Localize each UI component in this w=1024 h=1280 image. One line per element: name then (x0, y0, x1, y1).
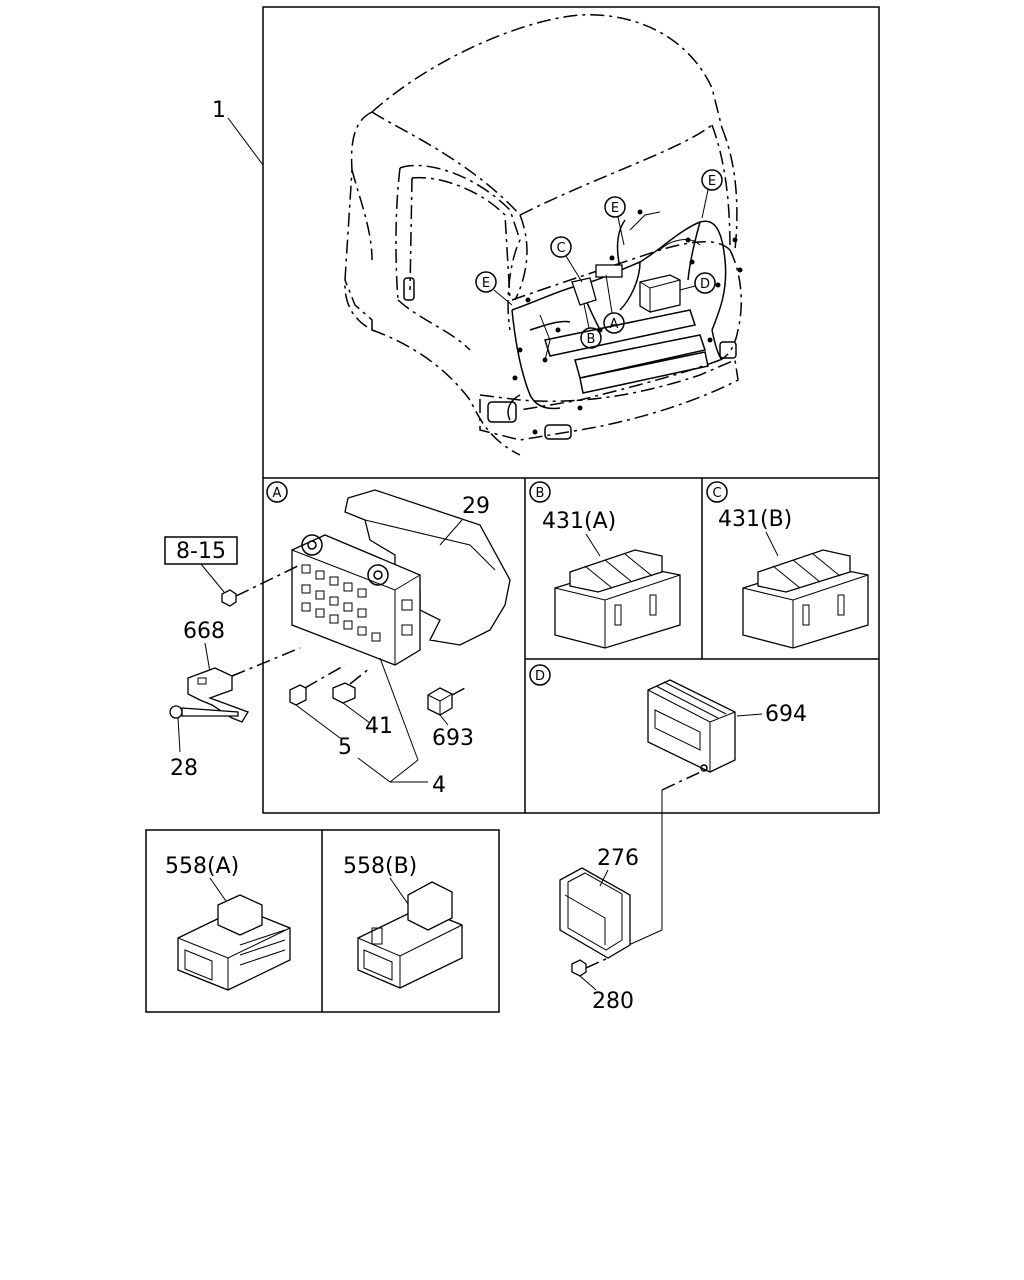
svg-text:B: B (587, 332, 596, 347)
ref-box-label: 8-15 (176, 539, 226, 564)
callout-1: 1 (212, 98, 226, 123)
leader-1 (227, 117, 264, 166)
callout-29: 29 (462, 494, 490, 519)
panel-c-relay: C 431(B) (706, 481, 869, 649)
fuse-medium (332, 682, 356, 704)
svg-text:A: A (610, 317, 619, 332)
callout-693: 693 (432, 726, 474, 751)
marker-c: C (550, 236, 583, 283)
control-unit-694 (647, 679, 736, 773)
panel-a-marker-label: A (273, 486, 282, 501)
bolt-28 (169, 705, 239, 719)
callout-668: 668 (183, 619, 225, 644)
callout-4: 4 (432, 773, 446, 798)
connector-558a: 558(A) (165, 854, 291, 991)
callout-694: 694 (765, 702, 807, 727)
marker-a: A (603, 274, 625, 334)
fuse-small (289, 684, 307, 706)
panel-c-marker (706, 481, 728, 503)
callout-558a: 558(A) (165, 854, 239, 879)
callout-5: 5 (338, 735, 352, 760)
truck-cab-drawing (344, 14, 742, 456)
marker-e-right: E (701, 169, 723, 219)
panel-b-relay: B 431(A) (529, 481, 681, 649)
marker-b: B (580, 303, 602, 349)
fuse-box-cover (344, 489, 511, 646)
callout-276: 276 (597, 846, 639, 871)
svg-text:E: E (708, 174, 716, 189)
marker-d: D (679, 272, 716, 294)
panel-b-marker (529, 481, 551, 503)
panel-d-control-unit: D 694 (529, 664, 807, 773)
main-frame (262, 6, 880, 814)
connector-frame (145, 829, 500, 1013)
callout-28: 28 (170, 756, 198, 781)
svg-text:E: E (482, 276, 490, 291)
callout-280: 280 (592, 989, 634, 1014)
detail-markers: E C E E D B A (475, 169, 723, 349)
nut-280 (571, 959, 587, 977)
panel-d-marker-label: D (535, 669, 545, 684)
panel-c-marker-label: C (712, 486, 721, 501)
unit-bracket-276 (559, 867, 631, 959)
panel-a-fuse-box: A 29 (266, 481, 511, 798)
panel-b-marker-label: B (536, 486, 545, 501)
callout-431a: 431(A) (542, 509, 616, 534)
panel-a-marker (266, 481, 288, 503)
fuse-slots (301, 564, 413, 642)
callout-558b: 558(B) (343, 854, 417, 879)
left-side-parts: 8-15 668 28 (164, 536, 301, 781)
bracket-668 (187, 667, 249, 723)
svg-text:D: D (700, 277, 710, 292)
unit-bracket-group: 276 280 (559, 769, 706, 1014)
nut-left (221, 589, 237, 607)
marker-e-top: E (604, 196, 626, 246)
callout-41: 41 (365, 714, 393, 739)
wiring-harness (507, 209, 743, 435)
svg-text:C: C (556, 241, 565, 256)
svg-text:E: E (611, 201, 619, 216)
fuse-box-body (291, 534, 421, 666)
marker-e-left: E (475, 271, 513, 306)
panel-d-marker (529, 664, 551, 686)
connector-558b: 558(B) (343, 854, 463, 989)
callout-431b: 431(B) (718, 507, 792, 532)
